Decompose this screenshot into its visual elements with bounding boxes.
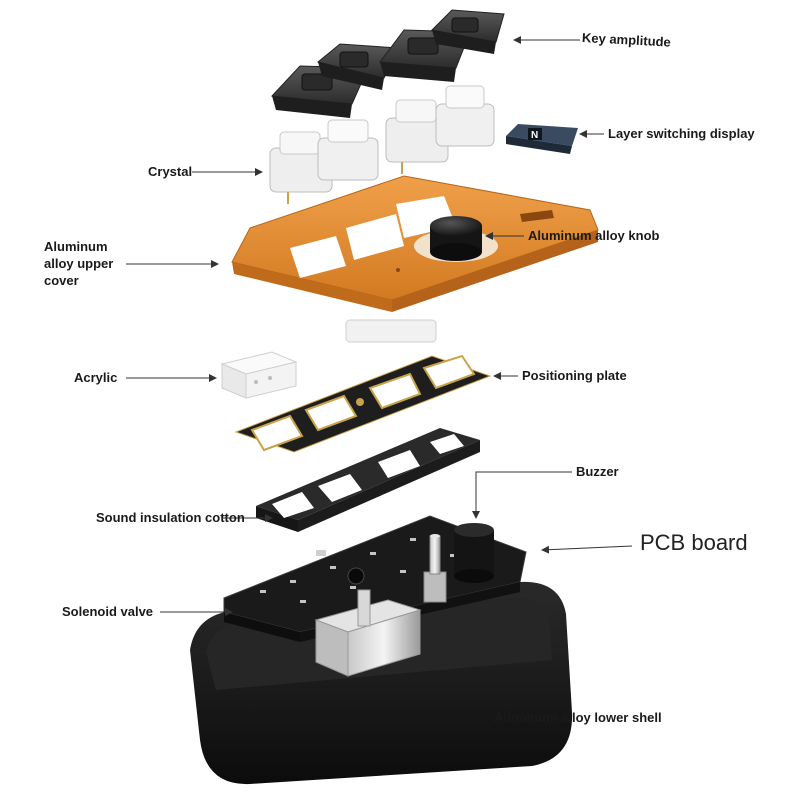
switch bbox=[317, 119, 379, 181]
acrylic-block bbox=[220, 351, 298, 399]
label-sound-insulation-cotton: Sound insulation cotton bbox=[96, 510, 245, 525]
keycap bbox=[316, 43, 399, 90]
buzzer bbox=[454, 523, 494, 583]
bottom-mount bbox=[345, 319, 437, 343]
sound-insulation-cotton bbox=[256, 428, 480, 532]
label-aluminum-upper-cover-line1: Aluminum bbox=[44, 239, 108, 254]
label-layer-switching-display: Layer switching display bbox=[608, 126, 755, 141]
keycaps bbox=[270, 9, 505, 118]
leader-buzzer bbox=[472, 471, 572, 519]
label-aluminum-alloy-knob: Aluminum alloy knob bbox=[528, 228, 660, 243]
label-crystal: Crystal bbox=[148, 164, 193, 179]
leader-pcb bbox=[541, 545, 633, 554]
label-aluminum-upper-cover-line3: cover bbox=[44, 273, 79, 288]
switch bbox=[435, 85, 495, 147]
label-pcb-board: PCB board bbox=[640, 530, 748, 555]
label-aluminum-alloy-lower-shell: Aluminum alloy lower shell bbox=[494, 710, 662, 725]
keycap bbox=[430, 9, 505, 54]
display-glyph: N bbox=[531, 130, 538, 141]
label-buzzer: Buzzer bbox=[576, 464, 619, 479]
positioning-plate bbox=[234, 354, 492, 453]
leader-lines bbox=[126, 36, 633, 616]
label-solenoid-valve: Solenoid valve bbox=[62, 604, 154, 619]
label-acrylic: Acrylic bbox=[74, 370, 118, 385]
label-aluminum-upper-cover-line2: alloy upper bbox=[44, 256, 114, 271]
layer-switching-display: N bbox=[506, 124, 578, 154]
aluminum-upper-cover bbox=[231, 175, 599, 312]
label-positioning-plate: Positioning plate bbox=[522, 368, 627, 383]
rotary-encoder bbox=[423, 534, 447, 603]
solenoid-valve bbox=[314, 589, 422, 677]
crystal-switches bbox=[269, 85, 495, 204]
aluminum-alloy-knob bbox=[430, 216, 482, 261]
